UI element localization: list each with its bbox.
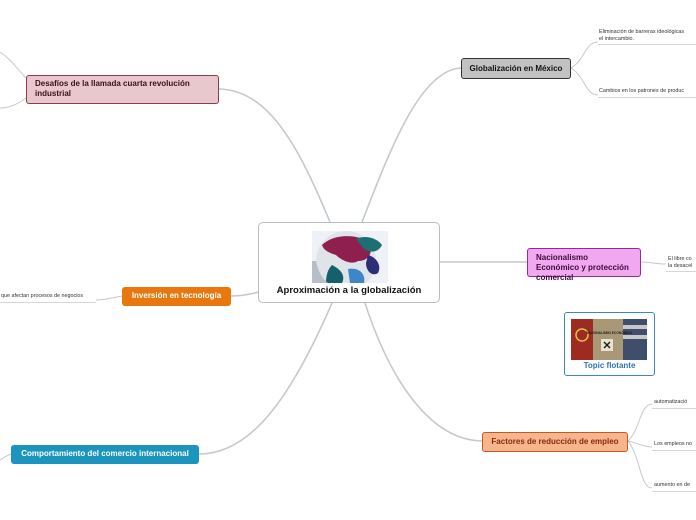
subtopic-nacionalismo-libre[interactable]: El libre co la desacel xyxy=(668,256,692,270)
topic-inversion[interactable]: Inversión en tecnología xyxy=(122,287,231,306)
link-mexico-sub1 xyxy=(571,42,598,68)
topic-factores-label: Factores de reducción de empleo xyxy=(491,437,618,446)
subtopic-inversion-procesos[interactable]: que afectan procesos de negocios xyxy=(1,293,83,300)
topic-inversion-label: Inversión en tecnología xyxy=(132,291,221,300)
subtopic-factores-aumento[interactable]: aumento en de xyxy=(654,482,690,489)
floating-topic[interactable]: NACIONALISMO ECONÓMICO Topic flotante xyxy=(564,312,655,376)
link-factores-sub1 xyxy=(628,404,652,441)
link-desafios-sub2 xyxy=(0,98,26,108)
topic-comportamiento[interactable]: Comportamiento del comercio internaciona… xyxy=(11,445,199,464)
nationalism-image: NACIONALISMO ECONÓMICO xyxy=(571,319,647,360)
globe-image xyxy=(312,231,388,283)
subtopic-mexico-barreras-line1: Eliminación de barreras ideológicas xyxy=(599,29,684,36)
link-mexico-sub2 xyxy=(571,68,598,95)
subtopic-mexico-barreras-line2: el intercambio. xyxy=(599,36,684,43)
topic-globalizacion-mexico-label: Globalización en México xyxy=(470,64,563,73)
topic-factores[interactable]: Factores de reducción de empleo xyxy=(482,432,628,452)
topic-desafios-label: Desafíos de la llamada cuarta revolución… xyxy=(35,79,190,98)
subtopic-mexico-barreras[interactable]: Eliminación de barreras ideológicas el i… xyxy=(599,29,684,43)
link-factores-sub3 xyxy=(628,441,652,488)
central-topic[interactable]: Aproximación a la globalización xyxy=(258,222,440,303)
topic-nacionalismo[interactable]: Nacionalismo Económico y protección come… xyxy=(527,248,641,277)
link-comportamiento-sub1 xyxy=(0,454,11,460)
subtopic-nacionalismo-libre-line1: El libre co xyxy=(668,256,692,263)
topic-globalizacion-mexico[interactable]: Globalización en México xyxy=(461,58,571,79)
subtopic-nacionalismo-libre-line2: la desacel xyxy=(668,263,692,270)
subtopic-factores-empleos[interactable]: Los empleos no xyxy=(654,441,692,448)
subtopic-mexico-patrones[interactable]: Cambios en los patrones de produc xyxy=(599,88,684,95)
link-nacionalismo-sub1 xyxy=(641,262,666,264)
topic-comportamiento-label: Comportamiento del comercio internaciona… xyxy=(21,449,189,458)
link-desafios-sub1 xyxy=(0,52,26,78)
central-topic-title: Aproximación a la globalización xyxy=(259,285,439,296)
link-desafios xyxy=(219,89,330,222)
link-inversion-sub1 xyxy=(96,296,122,300)
floating-image-text: NACIONALISMO ECONÓMICO xyxy=(586,330,632,335)
link-factores xyxy=(365,303,482,441)
link-comportamiento xyxy=(199,303,332,454)
topic-desafios[interactable]: Desafíos de la llamada cuarta revolución… xyxy=(26,75,219,104)
floating-topic-label: Topic flotante xyxy=(565,361,654,370)
link-mexico xyxy=(362,68,461,222)
subtopic-factores-automatizacion[interactable]: automatizació xyxy=(654,399,687,406)
